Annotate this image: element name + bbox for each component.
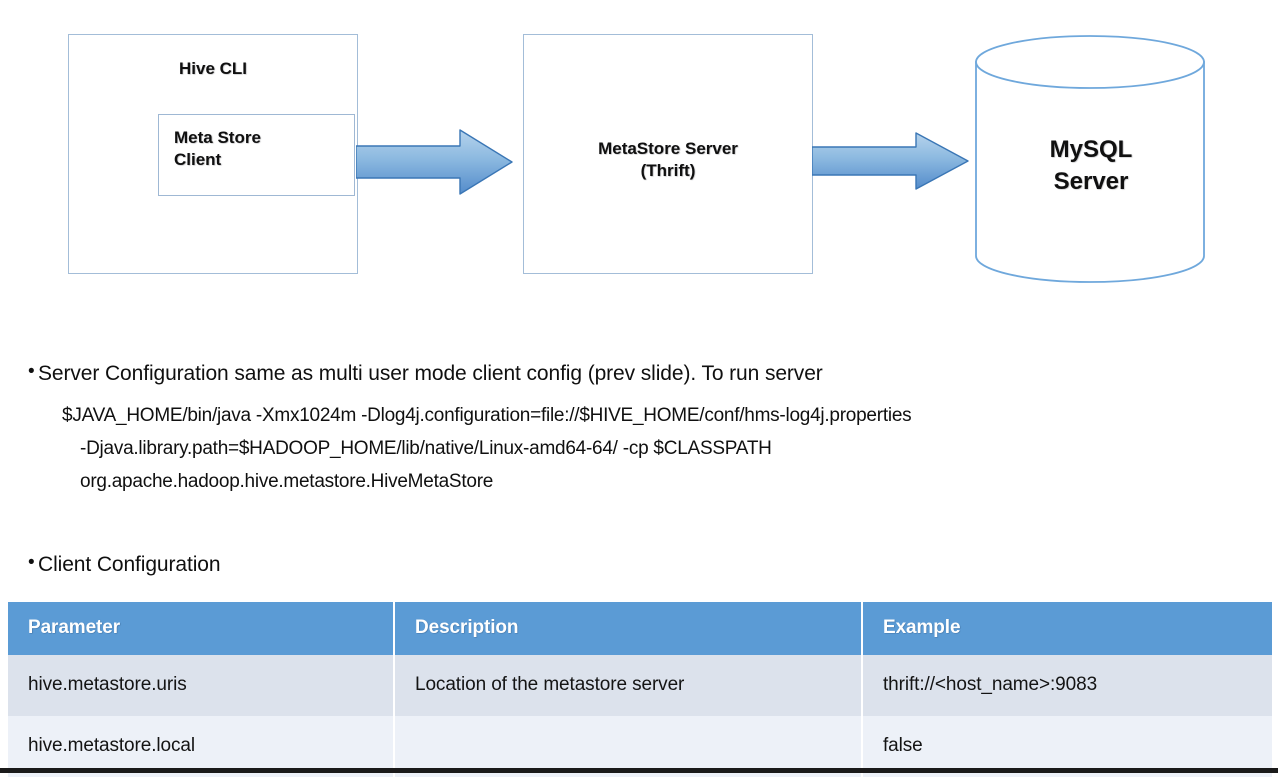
table-row: hive.metastore.uris Location of the meta…	[8, 655, 1272, 716]
table-header-parameter: Parameter	[8, 602, 395, 655]
table-cell-description: Location of the metastore server	[394, 655, 863, 716]
client-configuration-table: Parameter Description Example hive.metas…	[8, 602, 1272, 777]
bottom-divider	[0, 768, 1278, 773]
bullet-client-configuration: • Client Configuration	[8, 552, 221, 577]
node-mysql-server-label: MySQL Server	[1049, 136, 1133, 196]
code-line: -Djava.library.path=$HADOOP_HOME/lib/nat…	[80, 438, 772, 459]
table-header-row: Parameter Description Example	[8, 602, 1272, 655]
table-cell-parameter: hive.metastore.uris	[8, 655, 395, 716]
node-meta-store-client-label: Meta Store Client	[174, 128, 261, 170]
node-hive-cli-label: Hive CLI	[178, 59, 248, 78]
table-header-example: Example	[862, 602, 1272, 655]
table-row: hive.metastore.local false	[8, 716, 1272, 777]
arrow-right-icon-1	[356, 129, 513, 195]
bullet-server-configuration: • Server Configuration same as multi use…	[8, 362, 823, 386]
bullet-marker-icon: •	[28, 361, 35, 382]
arrow-right-icon-2	[812, 132, 969, 190]
code-line: $JAVA_HOME/bin/java -Xmx1024m -Dlog4j.co…	[62, 405, 912, 426]
code-line: org.apache.hadoop.hive.metastore.HiveMet…	[80, 471, 494, 492]
table-cell-example: thrift://<host_name>:9083	[862, 655, 1272, 716]
node-metastore-server-label: MetaStore Server (Thrift)	[598, 139, 738, 181]
table-cell-description	[394, 716, 863, 777]
architecture-diagram: Hive CLI Meta Store Client MetaStore Ser…	[0, 0, 1278, 330]
table-cell-example: false	[862, 716, 1272, 777]
node-mysql-server-cylinder	[975, 35, 1205, 283]
table-header-description: Description	[394, 602, 863, 655]
bullet-marker-icon: •	[28, 552, 35, 573]
node-metastore-server	[523, 34, 813, 274]
table-cell-parameter: hive.metastore.local	[8, 716, 395, 777]
bullet-client-configuration-text: Client Configuration	[38, 553, 221, 576]
bullet-server-configuration-text: Server Configuration same as multi user …	[38, 362, 823, 385]
node-meta-store-client	[158, 114, 355, 196]
